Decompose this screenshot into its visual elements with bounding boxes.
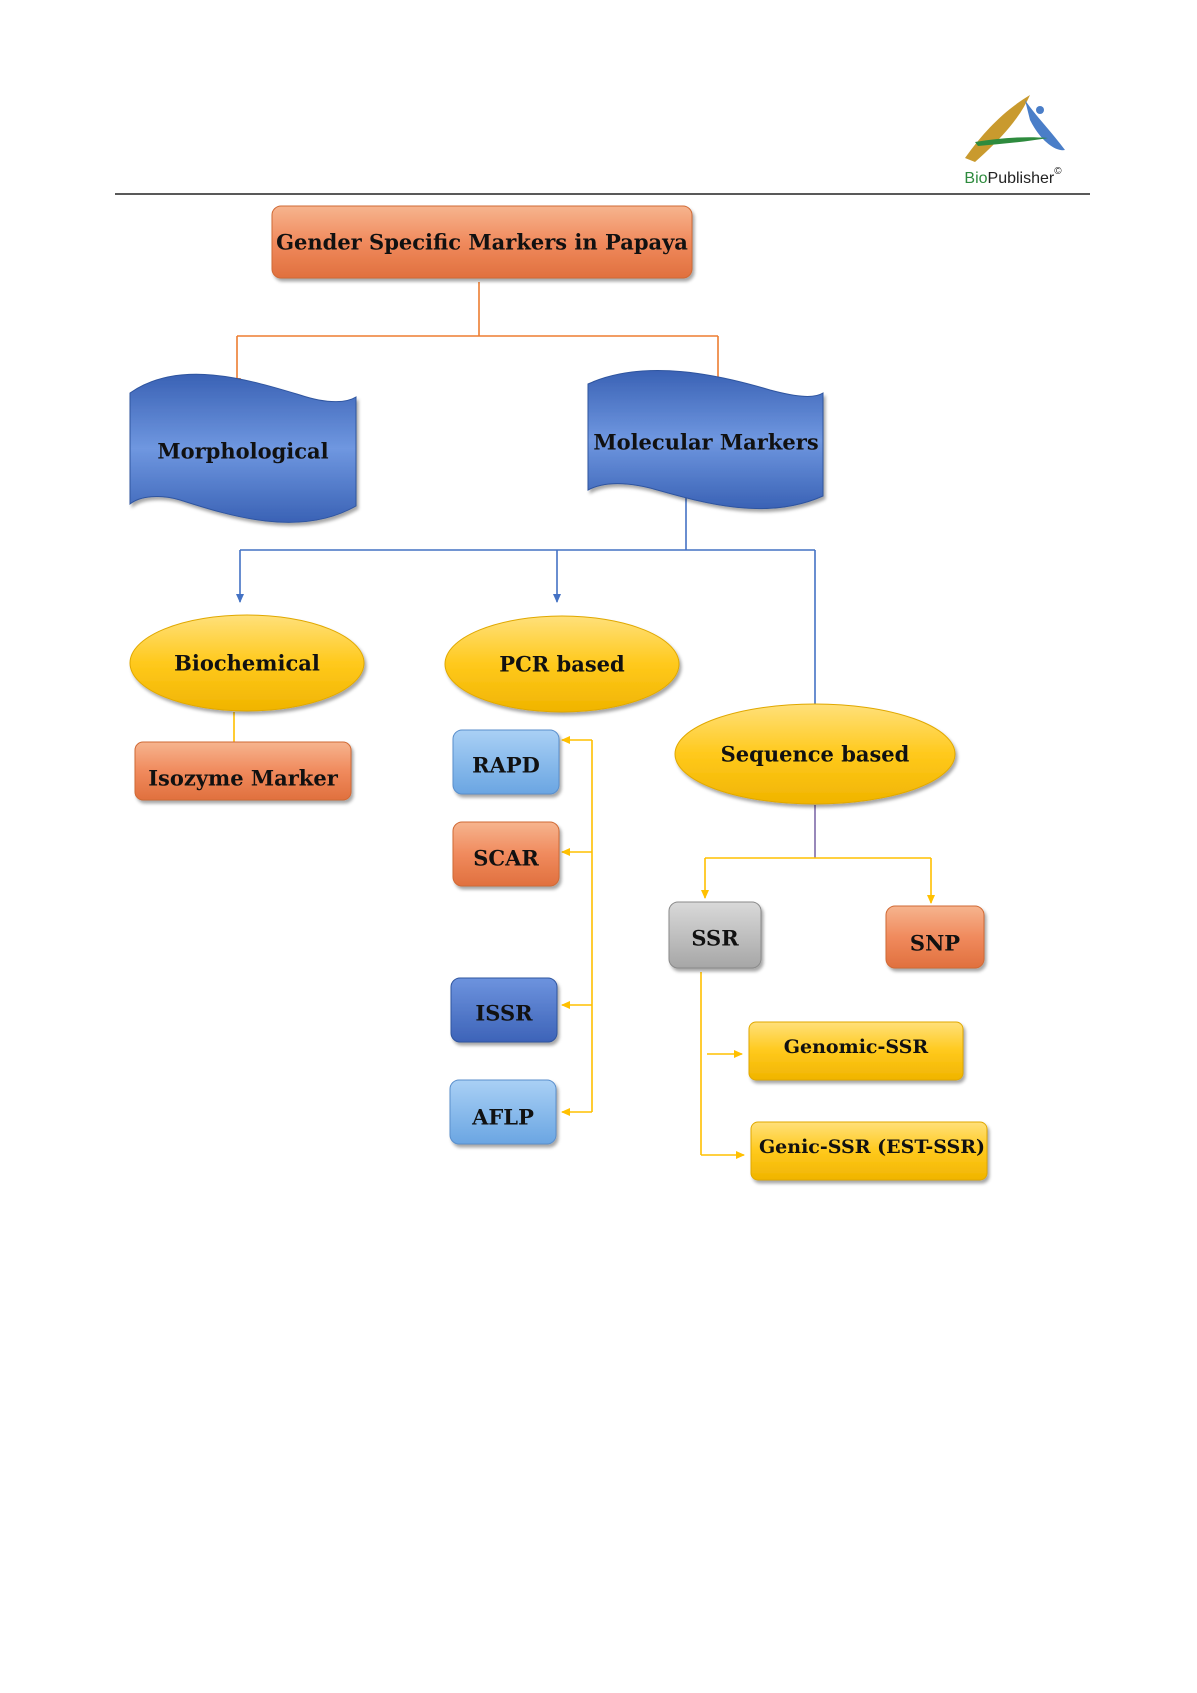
node-biochemical [129,614,365,712]
label-isozyme: Isozyme Marker [148,766,339,791]
node-rapd [452,729,560,795]
logo-wordmark: BioPublisher© [964,166,1062,187]
label-aflp: AFLP [471,1105,534,1130]
node-pcr-based [444,615,680,713]
root-connectors [233,282,722,391]
label-biochemical: Biochemical [174,651,320,676]
node-ssr [668,901,762,969]
label-issr: ISSR [475,1001,533,1026]
label-pcr-based: PCR based [499,652,625,677]
logo-leaf-gold [965,95,1030,162]
label-genic-ssr: Genic-SSR (EST-SSR) [759,1136,985,1158]
node-issr [450,977,558,1043]
logo-swoosh-green [975,137,1048,146]
logo-leaf-blue [1025,100,1065,151]
label-snp: SNP [910,931,960,956]
node-snp [885,905,985,969]
logo-dot-blue [1036,106,1044,114]
pcr-connectors [561,736,593,1116]
node-isozyme [134,741,352,801]
label-scar: SCAR [473,846,539,871]
node-genic-ssr [750,1121,988,1181]
node-genomic-ssr [748,1021,964,1081]
publisher-logo: BioPublisher© [964,95,1065,187]
node-morphological [129,373,357,523]
label-morphological: Morphological [157,439,328,464]
label-sequence-based: Sequence based [721,742,910,767]
label-molecular: Molecular Markers [593,430,818,455]
label-rapd: RAPD [472,753,540,778]
node-sequence-based [674,703,956,805]
sequence-connectors [700,857,935,1159]
node-scar [452,821,560,887]
label-genomic-ssr: Genomic-SSR [784,1036,929,1058]
label-ssr: SSR [691,926,739,951]
brand-suffix: Publisher [988,170,1055,187]
node-aflp [449,1079,557,1145]
node-molecular [587,370,824,510]
node-root [271,205,693,279]
label-root: Gender Specific Markers in Papaya [276,230,688,255]
brand-prefix: Bio [964,170,987,187]
brand-mark: © [1054,166,1062,177]
